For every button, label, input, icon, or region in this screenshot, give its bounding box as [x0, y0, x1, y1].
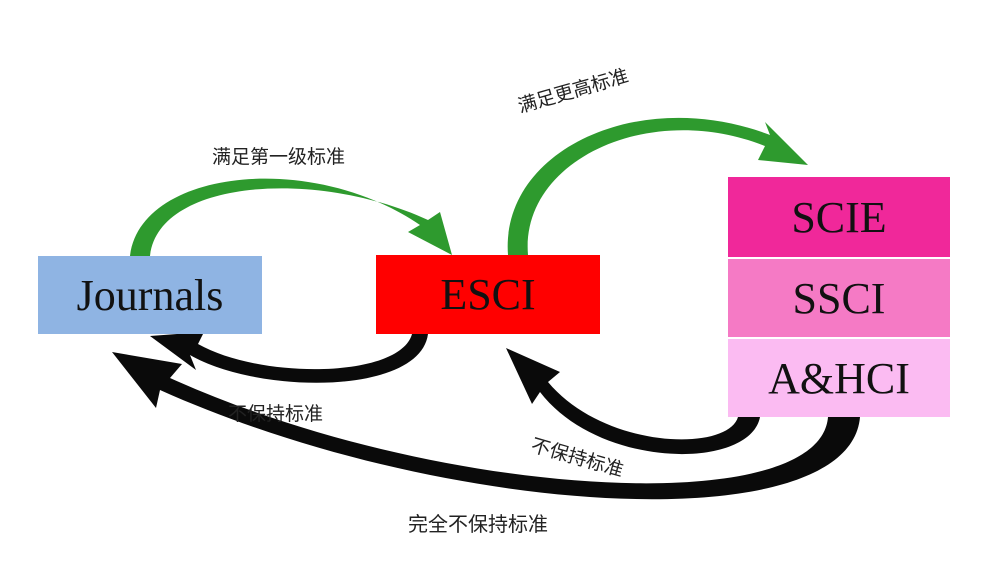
- arrow-esci-to-indexes: [507, 117, 808, 255]
- edge-label-esci-to-journals: 不保持标准: [228, 403, 324, 425]
- arrow-journals-to-esci: [130, 178, 452, 256]
- edge-label-indexes-to-journals: 完全不保持标准: [408, 512, 548, 536]
- node-ahci: A&HCI: [728, 337, 950, 417]
- node-ssci: SSCI: [728, 257, 950, 337]
- node-journals-label: Journals: [76, 270, 224, 320]
- node-index-stack: SCIE SSCI A&HCI: [728, 177, 950, 417]
- node-scie-label: SCIE: [791, 192, 887, 242]
- node-esci-label: ESCI: [440, 270, 536, 319]
- arrow-indexes-to-esci: [506, 348, 760, 455]
- arrow-indexes-to-journals: [112, 352, 860, 500]
- node-journals: Journals: [38, 256, 262, 334]
- node-ssci-label: SSCI: [792, 273, 886, 323]
- node-scie: SCIE: [728, 177, 950, 257]
- arrow-esci-to-journals: [150, 332, 428, 383]
- edge-label-journals-to-esci: 满足第一级标准: [212, 146, 346, 168]
- node-esci: ESCI: [376, 255, 600, 334]
- node-ahci-label: A&HCI: [768, 353, 910, 403]
